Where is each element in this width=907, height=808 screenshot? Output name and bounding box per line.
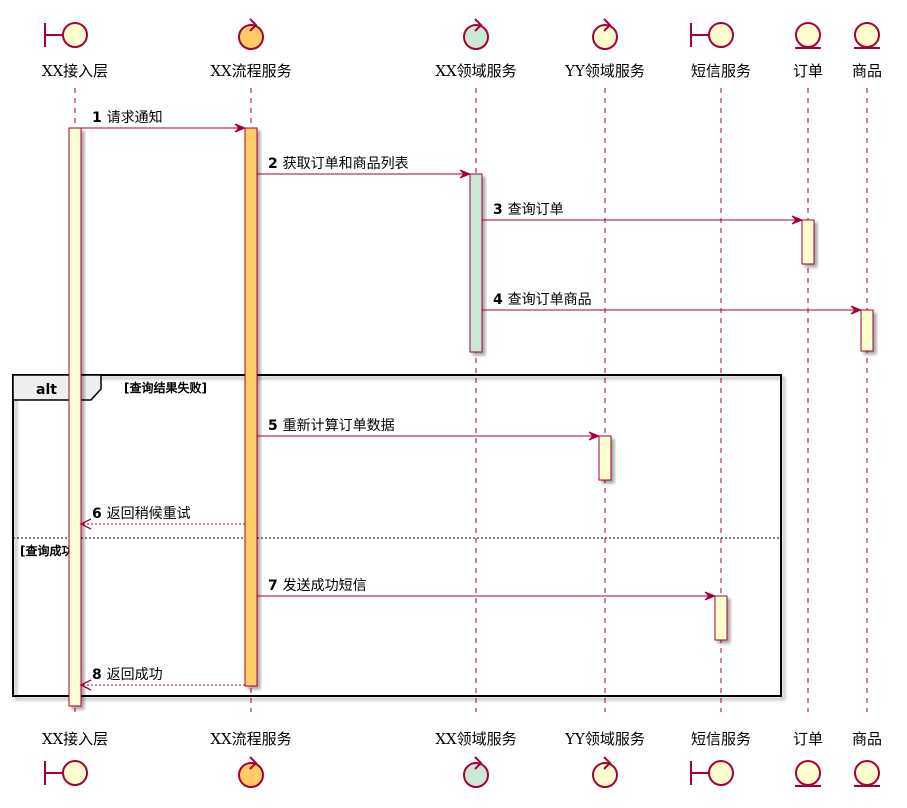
participant-name: 短信服务 bbox=[691, 62, 751, 80]
message-label: 6 返回稍候重试 bbox=[92, 506, 191, 522]
activation-bars bbox=[68, 127, 874, 707]
control-icon bbox=[238, 18, 264, 50]
participant-heads-bottom: XX接入层 XX流程服务 XX领域服务 YY领域服务 短信服务 订单 商品 bbox=[42, 730, 882, 788]
participant-head: XX接入层 bbox=[42, 22, 108, 80]
participant-heads-top: XX接入层 XX流程服务 XX领域服务 YY领域服务 短信服务 订单 商品 bbox=[42, 18, 882, 80]
participant-name: YY领域服务 bbox=[564, 62, 645, 80]
messages: 1 请求通知 2 获取订单和商品列表 3 查询订单 4 查询订单商品 5 重新计算订单数… bbox=[79, 109, 863, 691]
boundary-icon bbox=[44, 22, 88, 48]
entity-icon bbox=[854, 760, 880, 787]
participant-name: 订单 bbox=[793, 62, 823, 80]
activation-bar bbox=[860, 309, 874, 352]
fragment-frame bbox=[12, 374, 782, 697]
participant-foot: YY领域服务 bbox=[564, 730, 645, 788]
entity-icon bbox=[854, 22, 880, 49]
message-arrow: 5 重新计算订单数据 bbox=[257, 418, 601, 441]
participant-foot: XX流程服务 bbox=[210, 730, 292, 788]
activation-bar bbox=[598, 435, 612, 481]
participant-foot: 短信服务 bbox=[690, 730, 751, 786]
control-icon bbox=[592, 18, 618, 50]
entity-icon bbox=[795, 760, 821, 787]
participant-head: 订单 bbox=[793, 22, 823, 80]
activation-bar bbox=[244, 127, 258, 687]
guard-label: [查询结果失败] bbox=[124, 380, 207, 395]
participant-foot: 商品 bbox=[852, 730, 882, 787]
activation-bar bbox=[714, 595, 728, 641]
control-icon bbox=[238, 756, 264, 788]
control-icon bbox=[463, 18, 489, 50]
fragment-tab bbox=[12, 374, 102, 401]
message-label: 8 返回成功 bbox=[92, 667, 163, 683]
participant-name: XX接入层 bbox=[42, 62, 108, 80]
message-arrow: 2 获取订单和商品列表 bbox=[257, 156, 472, 179]
participant-foot: XX接入层 bbox=[42, 730, 108, 786]
control-icon bbox=[463, 756, 489, 788]
message-arrow: 7 发送成功短信 bbox=[257, 578, 717, 601]
participant-foot: 订单 bbox=[793, 730, 823, 787]
participant-name: YY领域服务 bbox=[564, 730, 645, 748]
message-arrow: 4 查询订单商品 bbox=[482, 292, 863, 315]
message-label: 7 发送成功短信 bbox=[268, 578, 367, 594]
message-arrow: 1 请求通知 bbox=[81, 109, 247, 133]
message-label: 4 查询订单商品 bbox=[493, 292, 592, 308]
participant-name: 商品 bbox=[852, 730, 882, 748]
message-label: 5 重新计算订单数据 bbox=[268, 418, 395, 434]
message-label: 1 请求通知 bbox=[92, 109, 163, 126]
activation-bar bbox=[68, 127, 82, 707]
guard-label: [查询成功] bbox=[20, 543, 79, 558]
message-label: 2 获取订单和商品列表 bbox=[268, 156, 409, 172]
participant-head: 短信服务 bbox=[690, 22, 751, 80]
participant-name: 短信服务 bbox=[691, 730, 751, 748]
boundary-icon bbox=[44, 760, 88, 786]
control-icon bbox=[592, 756, 618, 788]
participant-head: 商品 bbox=[852, 22, 882, 80]
participant-name: XX领域服务 bbox=[435, 62, 516, 80]
participant-head: XX流程服务 bbox=[210, 18, 292, 80]
message-arrow: 8 返回成功 bbox=[79, 667, 245, 691]
participant-name: XX领域服务 bbox=[435, 730, 516, 748]
participant-name: XX流程服务 bbox=[210, 730, 291, 748]
participant-foot: XX领域服务 bbox=[435, 730, 517, 788]
boundary-icon bbox=[690, 760, 734, 786]
fragment-operator: alt bbox=[36, 382, 57, 398]
activation-bar bbox=[469, 173, 483, 353]
entity-icon bbox=[795, 22, 821, 49]
participant-name: 商品 bbox=[852, 62, 882, 80]
alt-fragment: alt [查询结果失败] [查询成功] bbox=[12, 374, 782, 697]
participant-name: XX接入层 bbox=[42, 730, 108, 748]
activation-bar bbox=[801, 219, 815, 265]
message-arrow: 6 返回稍候重试 bbox=[79, 506, 245, 530]
boundary-icon bbox=[690, 22, 734, 48]
participant-name: XX流程服务 bbox=[210, 62, 291, 80]
message-arrow: 3 查询订单 bbox=[482, 202, 804, 225]
participant-name: 订单 bbox=[793, 730, 823, 748]
message-label: 3 查询订单 bbox=[493, 202, 564, 218]
participant-head: YY领域服务 bbox=[564, 18, 645, 80]
participant-head: XX领域服务 bbox=[435, 18, 517, 80]
